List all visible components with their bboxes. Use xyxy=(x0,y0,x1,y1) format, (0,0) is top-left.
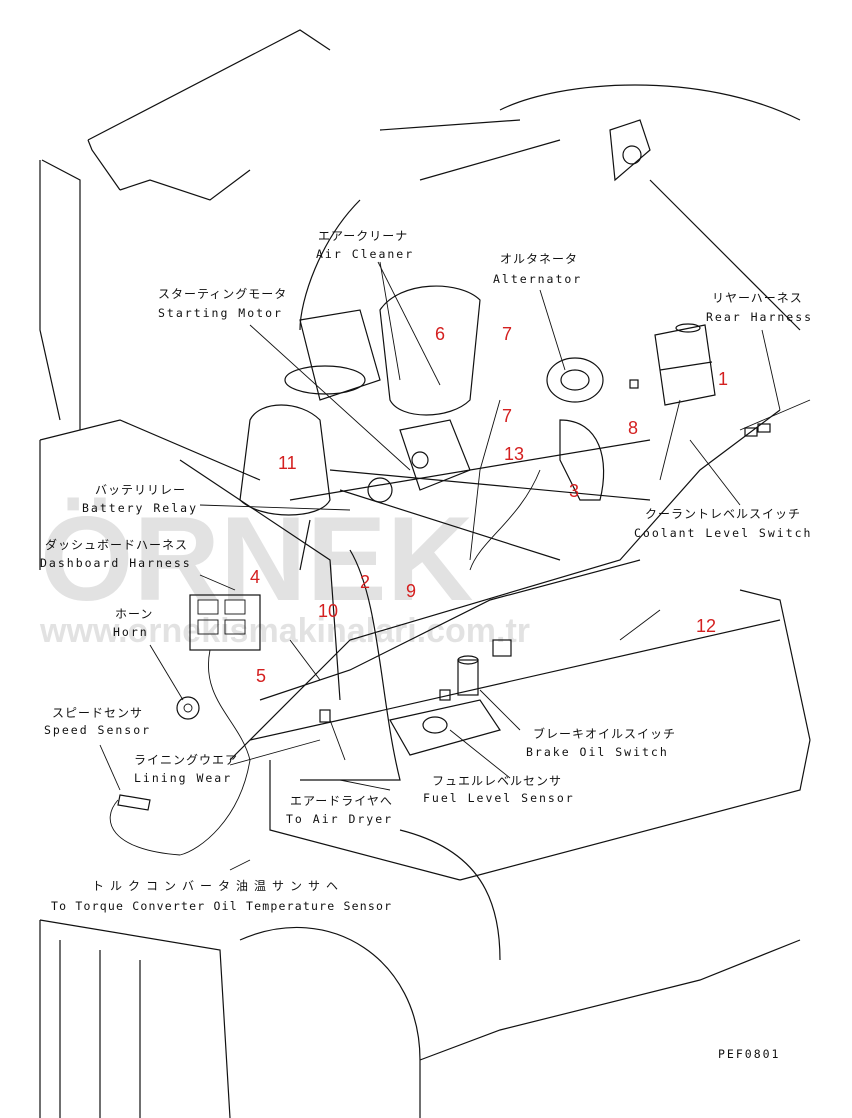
label-to-air-dryer-en: To Air Dryer xyxy=(286,812,393,826)
label-starting-motor: スターティングモータ Starting Motor xyxy=(158,287,287,320)
label-fuel-level-sensor-jp: フュエルレベルセンサ xyxy=(432,774,562,788)
callout-8: 8 xyxy=(628,418,638,438)
label-air-cleaner-jp: エアークリーナ xyxy=(318,229,408,243)
label-dashboard-harness: ダッシュボードハーネス Dashboard Harness xyxy=(40,537,192,570)
label-rear-harness: リヤーハーネス Rear Harness xyxy=(706,291,813,324)
callout-9: 9 xyxy=(406,581,416,601)
label-coolant-level-switch: クーラントレベルスイッチ Coolant Level Switch xyxy=(634,507,812,540)
callout-5: 5 xyxy=(256,666,266,686)
label-dashboard-harness-en: Dashboard Harness xyxy=(40,556,192,570)
label-horn-jp: ホーン xyxy=(115,607,153,621)
label-battery-relay: バッテリリレー Battery Relay xyxy=(82,483,198,515)
label-speed-sensor: スピードセンサ Speed Sensor xyxy=(44,706,151,737)
callout-3: 3 xyxy=(569,481,579,501)
label-starting-motor-en: Starting Motor xyxy=(158,306,283,320)
figure-code: PEF0801 xyxy=(718,1047,780,1061)
label-starting-motor-jp: スターティングモータ xyxy=(158,287,287,301)
callout-11: 11 xyxy=(278,453,297,473)
watermark-url: www.ornekismakinalari.com.tr xyxy=(39,612,530,650)
label-fuel-level-sensor-en: Fuel Level Sensor xyxy=(423,791,575,805)
starting-motor-part xyxy=(367,419,471,503)
label-to-torque-converter-en: To Torque Converter Oil Temperature Sens… xyxy=(51,899,392,913)
brake-oil-switch-part xyxy=(457,655,479,696)
wiring-harness xyxy=(179,379,811,856)
label-battery-relay-jp: バッテリリレー xyxy=(95,483,186,497)
label-to-air-dryer-jp: エアードライヤへ xyxy=(290,794,393,808)
label-horn-en: Horn xyxy=(113,625,149,639)
label-rear-harness-jp: リヤーハーネス xyxy=(712,291,803,305)
callout-numbers: 1 2 3 4 5 6 7 7 8 9 10 11 12 13 xyxy=(250,324,728,686)
callout-10: 10 xyxy=(318,601,338,621)
label-to-air-dryer: エアードライヤへ To Air Dryer xyxy=(286,794,393,826)
label-battery-relay-en: Battery Relay xyxy=(82,501,198,515)
callout-7a: 7 xyxy=(502,324,512,344)
label-to-torque-converter: トルクコンバータ油温サンサヘ To Torque Converter Oil T… xyxy=(51,879,392,913)
callout-13: 13 xyxy=(504,444,524,464)
label-fuel-level-sensor: フュエルレベルセンサ Fuel Level Sensor xyxy=(423,774,575,805)
label-dashboard-harness-jp: ダッシュボードハーネス xyxy=(45,537,188,552)
label-brake-oil-switch-jp: ブレーキオイルスイッチ xyxy=(533,726,676,741)
label-to-torque-converter-jp: トルクコンバータ油温サンサヘ xyxy=(92,879,344,893)
label-air-cleaner: エアークリーナ Air Cleaner xyxy=(316,229,414,261)
callout-1: 1 xyxy=(718,369,728,389)
callout-6: 6 xyxy=(435,324,445,344)
label-rear-harness-en: Rear Harness xyxy=(706,310,813,324)
label-lining-wear: ライニングウエア Lining Wear xyxy=(134,753,238,785)
operator-seat xyxy=(239,309,381,571)
label-coolant-level-switch-en: Coolant Level Switch xyxy=(634,526,812,540)
callout-7b: 7 xyxy=(502,406,512,426)
label-coolant-level-switch-jp: クーラントレベルスイッチ xyxy=(645,507,801,521)
callout-2: 2 xyxy=(360,572,370,592)
label-brake-oil-switch: ブレーキオイルスイッチ Brake Oil Switch xyxy=(526,726,676,759)
label-horn: ホーン Horn xyxy=(113,607,153,639)
label-speed-sensor-en: Speed Sensor xyxy=(44,723,151,737)
callout-12: 12 xyxy=(696,616,716,636)
coolant-tank xyxy=(654,323,716,406)
speed-sensor-part xyxy=(109,794,181,856)
label-speed-sensor-jp: スピードセンサ xyxy=(52,706,143,720)
horn-part xyxy=(176,696,200,720)
alternator-part xyxy=(546,357,605,501)
label-lining-wear-en: Lining Wear xyxy=(134,771,232,785)
label-brake-oil-switch-en: Brake Oil Switch xyxy=(526,745,669,759)
label-lining-wear-jp: ライニングウエア xyxy=(134,753,238,767)
label-air-cleaner-en: Air Cleaner xyxy=(316,247,414,261)
label-alternator: オルタネータ Alternator xyxy=(493,252,582,286)
fuel-level-sensor-part xyxy=(389,699,501,756)
dashboard-panel xyxy=(189,594,261,651)
label-alternator-en: Alternator xyxy=(493,272,582,286)
watermark-brand: ÖRNEK xyxy=(40,492,473,626)
callout-4: 4 xyxy=(250,567,260,587)
leader-lines xyxy=(99,261,781,871)
air-cleaner-part xyxy=(379,285,481,416)
label-alternator-jp: オルタネータ xyxy=(500,252,578,266)
